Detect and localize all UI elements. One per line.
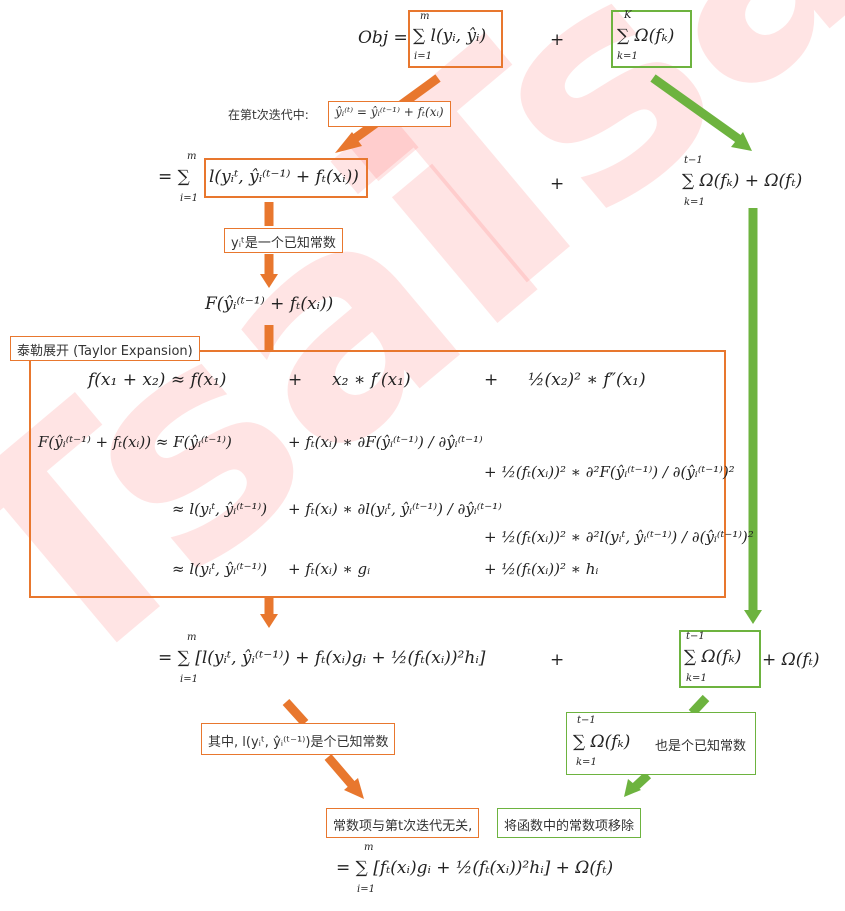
taylor-row3-lhs: ≈ l(yᵢᵗ, ŷᵢ⁽ᵗ⁻¹⁾) xyxy=(172,500,268,518)
step1-reg-bottom: k=1 xyxy=(684,197,705,208)
iter-note-formula-text: ŷᵢ⁽ᵗ⁾ = ŷᵢ⁽ᵗ⁻¹⁾ + fₜ(xᵢ) xyxy=(335,105,444,119)
step1-eq: = ∑ xyxy=(158,167,190,187)
final-eq: = ∑ [fₜ(xᵢ)gᵢ + ½(fₜ(xᵢ))²hᵢ] + Ω(fₜ) xyxy=(336,858,614,878)
arrow-step1-to-step2-right-head xyxy=(744,610,762,624)
step1-reg-top: t−1 xyxy=(684,155,703,166)
note-right-box xyxy=(566,712,756,775)
step1-loss-box xyxy=(204,158,368,198)
F-term: F(ŷᵢ⁽ᵗ⁻¹⁾ + fₜ(xᵢ)) xyxy=(205,294,334,314)
taylor-row4-t2: + ½(fₜ(xᵢ))² ∗ hᵢ xyxy=(484,560,599,578)
arrow-note-to-bottom-head xyxy=(344,778,364,799)
final-sum-top: m xyxy=(364,842,374,853)
arrow-note-right-to-bottom-head xyxy=(624,779,641,797)
taylor-row3-t1: + fₜ(xᵢ) ∗ ∂l(yᵢᵗ, ŷᵢ⁽ᵗ⁻¹⁾) / ∂ŷᵢ⁽ᵗ⁻¹⁾ xyxy=(288,500,502,518)
arrow-reg-to-step1-head xyxy=(731,132,752,151)
arrow-obj-to-step1-head xyxy=(335,132,362,153)
step2-reg-rest: + Ω(fₜ) xyxy=(762,650,820,670)
step2-reg-top: t−1 xyxy=(686,631,705,642)
taylor-row2-t2: + ½(fₜ(xᵢ))² ∗ ∂²F(ŷᵢ⁽ᵗ⁻¹⁾) / ∂(ŷᵢ⁽ᵗ⁻¹⁾)… xyxy=(484,463,735,481)
note-right-top: t−1 xyxy=(577,715,596,726)
bottom-note-left: 常数项与第t次迭代无关, xyxy=(326,808,480,838)
green-arrows xyxy=(624,74,762,797)
taylor-row3-t2: + ½(fₜ(xᵢ))² ∗ ∂²l(yᵢᵗ, ŷᵢ⁽ᵗ⁻¹⁾) / ∂(ŷᵢ⁽… xyxy=(484,528,754,546)
reg-sum-top: K xyxy=(624,10,632,21)
taylor-row1-lhs: f(x₁ + x₂) ≈ f(x₁) xyxy=(88,370,227,390)
note-right-text: 也是个已知常数 xyxy=(655,739,747,754)
arrow-note-to-bottom xyxy=(324,754,356,788)
step1-sum-top: m xyxy=(187,151,197,162)
arrow-step1-to-F-head xyxy=(260,274,278,288)
iter-note-label: 在第t次迭代中: xyxy=(228,108,309,122)
taylor-box xyxy=(29,350,726,598)
step1-plus: + xyxy=(550,174,565,194)
loss-sum-bottom: i=1 xyxy=(414,51,432,62)
step1-loss-term: l(yᵢᵗ, ŷᵢ⁽ᵗ⁻¹⁾ + fₜ(xᵢ)) xyxy=(209,167,359,187)
loss-sum-top: m xyxy=(420,11,430,22)
reg-sum: ∑ Ω(fₖ) xyxy=(617,26,675,46)
final-sum-bottom: i=1 xyxy=(357,884,375,895)
note-right-bottom: k=1 xyxy=(576,757,597,768)
note-left: 其中, l(yᵢᵗ, ŷᵢ⁽ᵗ⁻¹⁾)是个已知常数 xyxy=(201,723,396,755)
step1-reg: ∑ Ω(fₖ) + Ω(fₜ) xyxy=(682,171,803,191)
step2-sum-bottom: i=1 xyxy=(180,674,198,685)
arrow-reg-to-step1 xyxy=(650,74,743,144)
top-plus: + xyxy=(550,30,565,50)
arrow-step2-to-note xyxy=(282,698,309,727)
taylor-row1-t1: x₂ ∗ f′(x₁) xyxy=(332,370,411,390)
note-right-formula: ∑ Ω(fₖ) xyxy=(573,732,631,752)
obj-label: Obj = xyxy=(358,28,408,48)
loss-sum: ∑ l(yᵢ, ŷᵢ) xyxy=(413,26,487,46)
step2-sum-top: m xyxy=(187,632,197,643)
arrow-taylor-to-step2-head xyxy=(260,614,278,628)
arrow-note-right-to-bottom xyxy=(631,771,652,791)
loss-sum-box xyxy=(408,10,503,68)
step2-plus: + xyxy=(550,650,565,670)
taylor-row1-plus2: + xyxy=(484,370,499,390)
const-note: yᵢᵗ是一个已知常数 xyxy=(224,228,343,253)
arrow-step2-to-note-right xyxy=(688,694,710,717)
step2-reg-bottom: k=1 xyxy=(686,673,707,684)
taylor-row1-t2: ½(x₂)² ∗ f″(x₁) xyxy=(528,370,646,390)
taylor-title: 泰勒展开 (Taylor Expansion) xyxy=(10,336,200,361)
reg-sum-box xyxy=(611,10,692,68)
taylor-row4-t1: + fₜ(xᵢ) ∗ gᵢ xyxy=(288,560,371,578)
bottom-note-right: 将函数中的常数项移除 xyxy=(497,808,642,838)
taylor-row2-lhs: F(ŷᵢ⁽ᵗ⁻¹⁾ + fₜ(xᵢ)) ≈ F(ŷᵢ⁽ᵗ⁻¹⁾) xyxy=(38,433,232,451)
step2-reg: ∑ Ω(fₖ) xyxy=(684,647,742,667)
step2-eq: = ∑ [l(yᵢᵗ, ŷᵢ⁽ᵗ⁻¹⁾) + fₜ(xᵢ)gᵢ + ½(fₜ(x… xyxy=(158,648,486,668)
step2-reg-box xyxy=(679,630,761,688)
taylor-row1-plus1: + xyxy=(288,370,303,390)
taylor-row2-t1: + fₜ(xᵢ) ∗ ∂F(ŷᵢ⁽ᵗ⁻¹⁾) / ∂ŷᵢ⁽ᵗ⁻¹⁾ xyxy=(288,433,483,451)
step1-sum-bottom: i=1 xyxy=(180,193,198,204)
iter-note-formula: ŷᵢ⁽ᵗ⁾ = ŷᵢ⁽ᵗ⁻¹⁾ + fₜ(xᵢ) xyxy=(328,101,451,127)
reg-sum-bottom: k=1 xyxy=(617,51,638,62)
taylor-row4-lhs: ≈ l(yᵢᵗ, ŷᵢ⁽ᵗ⁻¹⁾) xyxy=(172,560,268,578)
